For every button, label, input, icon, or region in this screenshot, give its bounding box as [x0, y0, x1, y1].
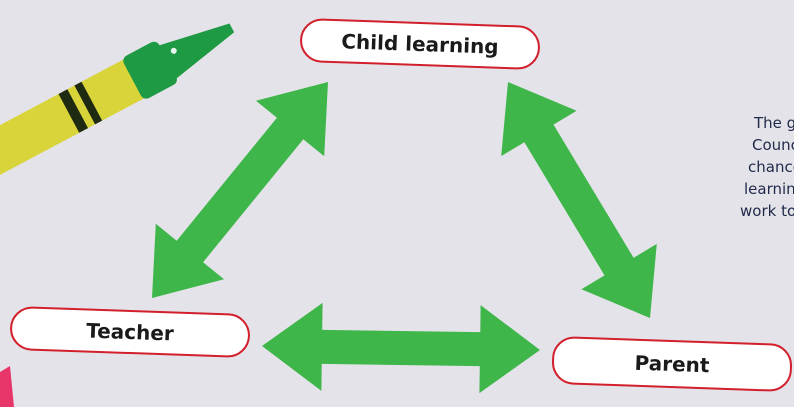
- pink-crayon-icon: [0, 366, 14, 407]
- node-child-learning: Child learning: [299, 17, 541, 71]
- crayon-body: [0, 52, 160, 187]
- caption-line: The glo: [754, 114, 794, 132]
- green-crayon-icon: [0, 23, 235, 187]
- caption-text: The glo Councii chance learning work tog: [740, 112, 794, 222]
- node-parent: Parent: [551, 335, 793, 393]
- arrow-child-teacher: [152, 82, 328, 298]
- caption-line: learning: [744, 180, 794, 198]
- node-teacher-label: Teacher: [85, 318, 175, 346]
- crayon-stripe: [58, 89, 89, 133]
- caption-line: work tog: [740, 202, 794, 220]
- node-child-learning-label: Child learning: [340, 29, 500, 59]
- node-parent-label: Parent: [634, 350, 710, 378]
- caption-line: chance: [748, 158, 794, 176]
- crayon-highlight: [170, 47, 177, 54]
- crayon-stripe: [74, 81, 103, 125]
- arrow-teacher-parent: [262, 302, 540, 394]
- arrow-child-parent: [501, 82, 657, 318]
- caption-line: Councii: [752, 136, 794, 154]
- pink-crayon-tip: [0, 366, 14, 407]
- node-teacher: Teacher: [9, 305, 251, 359]
- crayon-tip: [157, 23, 235, 80]
